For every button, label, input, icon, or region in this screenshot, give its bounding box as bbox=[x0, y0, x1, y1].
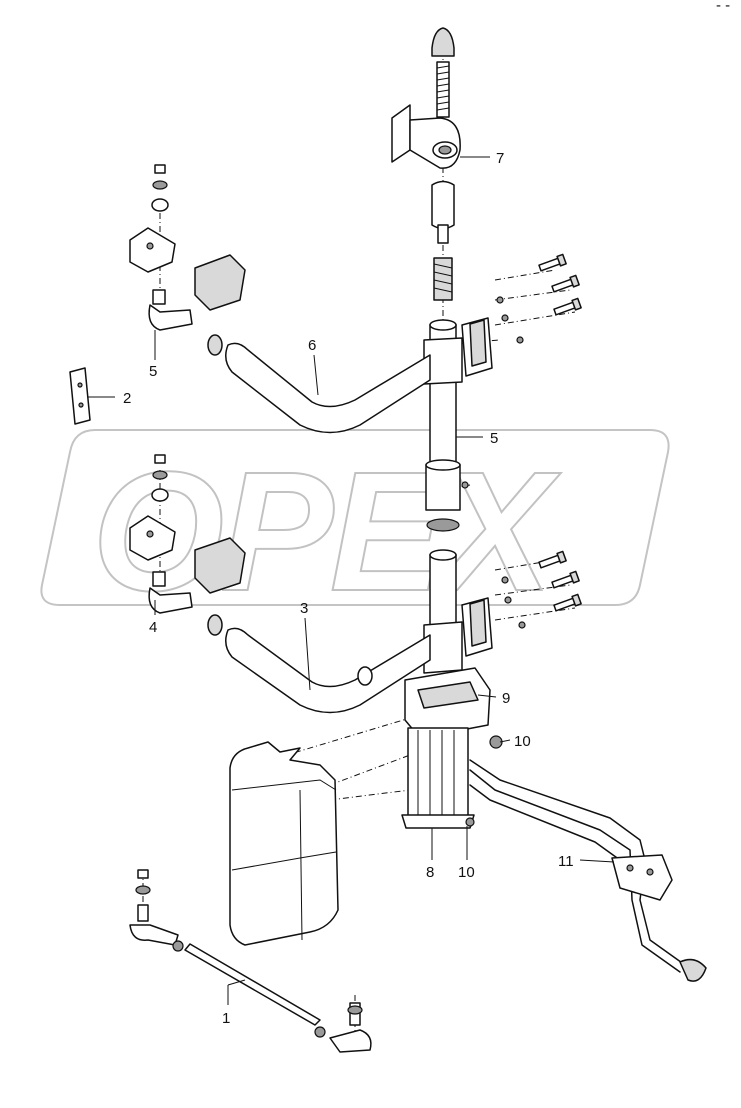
end-fitting bbox=[679, 958, 707, 982]
callout-7: 7 bbox=[496, 150, 504, 167]
callout-4: 4 bbox=[149, 619, 157, 636]
lower-bolts bbox=[501, 550, 582, 629]
upper-column bbox=[423, 317, 493, 532]
column-collar bbox=[425, 464, 461, 511]
callout-10-lower: 10 bbox=[458, 864, 475, 881]
lower-arm-tube bbox=[225, 627, 431, 714]
upper-pad bbox=[194, 254, 246, 311]
cover-shell bbox=[229, 741, 339, 946]
part-4-ball-joint-lower bbox=[129, 454, 246, 614]
callout-8: 8 bbox=[426, 864, 434, 881]
ball-joint-4 bbox=[148, 587, 193, 614]
callout-3: 3 bbox=[300, 600, 308, 617]
callout-2: 2 bbox=[123, 390, 131, 407]
callout-5-right: 5 bbox=[490, 430, 498, 447]
corner-mark: - - bbox=[716, 0, 730, 14]
lower-bracket bbox=[129, 515, 176, 561]
callout-10-upper: 10 bbox=[514, 733, 531, 750]
part-11-hydraulic-lines bbox=[469, 759, 707, 982]
rod-end-left bbox=[129, 924, 179, 946]
part-8-pump-motor bbox=[401, 667, 503, 829]
upper-bolts bbox=[496, 253, 582, 344]
connector-block bbox=[611, 854, 673, 901]
callout-5-left: 5 bbox=[149, 363, 157, 380]
leader-lines bbox=[88, 156, 615, 1005]
fitting-10-lower bbox=[465, 817, 475, 827]
motor-body bbox=[407, 727, 469, 819]
callout-11: 11 bbox=[558, 853, 574, 870]
cap-nut bbox=[431, 27, 455, 57]
part-5-ball-joint-upper bbox=[69, 164, 246, 425]
pump-cover bbox=[229, 741, 339, 946]
pivot-pin bbox=[431, 180, 455, 230]
part-3-lower-arm bbox=[207, 614, 431, 714]
ball-joint-5 bbox=[148, 304, 193, 331]
collar-ring bbox=[426, 518, 460, 532]
rod-shaft bbox=[184, 943, 321, 1026]
callouts: 1 2 3 4 5 5 6 7 8 9 10 10 11 bbox=[123, 150, 574, 1027]
callout-1: 1 bbox=[222, 1010, 230, 1027]
callout-6: 6 bbox=[308, 337, 316, 354]
rod-end-right bbox=[329, 1029, 372, 1053]
part-6-upper-arm bbox=[207, 334, 431, 434]
lower-pad bbox=[194, 537, 246, 594]
part-7-mount-assembly bbox=[391, 27, 461, 301]
part-1-tie-rod bbox=[129, 869, 372, 1053]
mount-plate bbox=[391, 104, 411, 163]
upper-bracket bbox=[129, 227, 176, 273]
callout-9: 9 bbox=[502, 690, 510, 707]
part-2-shim bbox=[69, 367, 91, 425]
upper-arm-tube bbox=[225, 342, 431, 434]
